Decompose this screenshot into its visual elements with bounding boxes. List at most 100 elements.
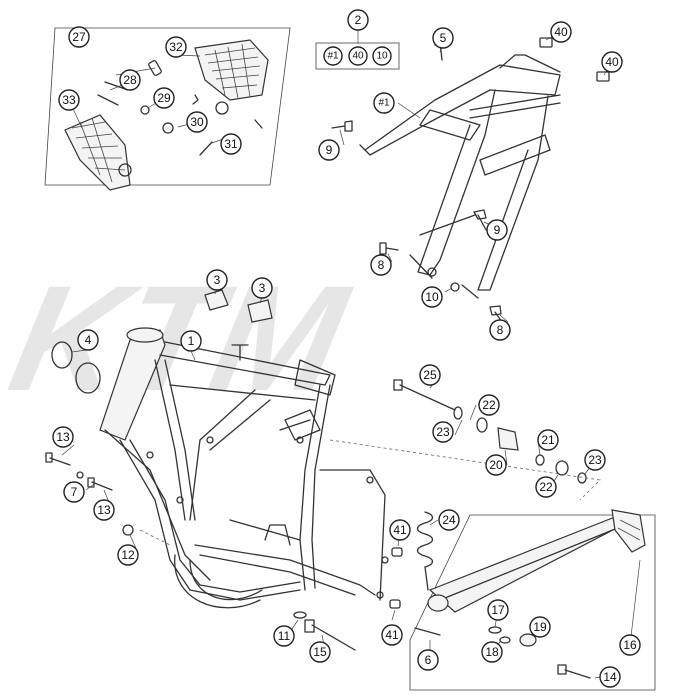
svg-text:41: 41	[393, 523, 407, 537]
svg-text:19: 19	[533, 620, 547, 634]
svg-text:24: 24	[442, 513, 456, 527]
kit-callout-40: 40	[348, 46, 368, 66]
callout-15: 15	[309, 641, 331, 663]
svg-text:21: 21	[541, 433, 555, 447]
svg-text:8: 8	[497, 323, 504, 337]
callout-9: 9	[318, 139, 340, 161]
svg-text:20: 20	[489, 458, 503, 472]
svg-text:13: 13	[97, 503, 111, 517]
callout-8: 8	[489, 319, 511, 341]
steering-ring	[51, 341, 73, 369]
callout-4: 4	[77, 329, 99, 351]
callout-41: 41	[381, 624, 403, 646]
callout-17: 17	[487, 599, 509, 621]
svg-text:3: 3	[259, 281, 266, 295]
callout-40: 40	[601, 51, 623, 73]
callout-5: 5	[432, 27, 454, 49]
callout-22: 22	[478, 394, 500, 416]
callout-3: 3	[206, 269, 228, 291]
footpeg-lower	[64, 114, 132, 191]
spring	[416, 511, 434, 568]
callout-2: 2	[347, 9, 369, 31]
svg-text:40: 40	[554, 25, 568, 39]
footpeg-upper	[194, 39, 269, 101]
kit-callout-subframe-1: #1	[323, 46, 343, 66]
callout-8: 8	[370, 254, 392, 276]
callout-24: 24	[438, 509, 460, 531]
svg-text:22: 22	[539, 480, 553, 494]
svg-text:2: 2	[355, 13, 362, 27]
svg-text:22: 22	[482, 398, 496, 412]
callout-13: 13	[52, 426, 74, 448]
callout-16: 16	[619, 634, 641, 656]
svg-text:40: 40	[352, 51, 364, 62]
svg-text:33: 33	[62, 93, 76, 107]
svg-text:7: 7	[71, 485, 78, 499]
callout-18: 18	[481, 641, 503, 663]
callout-23: 23	[584, 449, 606, 471]
shock-mount-hardware	[329, 374, 601, 501]
callout-25: 25	[419, 364, 441, 386]
svg-text:10: 10	[425, 290, 439, 304]
callout-22: 22	[535, 476, 557, 498]
svg-text:#1: #1	[327, 51, 339, 62]
callout-12: 12	[117, 544, 139, 566]
svg-text:41: 41	[385, 628, 399, 642]
callout-9: 9	[486, 219, 508, 241]
svg-text:23: 23	[436, 425, 450, 439]
callout-21: 21	[537, 429, 559, 451]
callout-10: 10	[421, 286, 443, 308]
kit-callout-10: 10	[372, 46, 392, 66]
subframe	[331, 20, 613, 323]
svg-text:28: 28	[123, 73, 137, 87]
svg-text:18: 18	[485, 645, 499, 659]
svg-text:3: 3	[214, 273, 221, 287]
svg-text:23: 23	[588, 453, 602, 467]
callout-28: 28	[119, 69, 141, 91]
svg-text:16: 16	[623, 638, 637, 652]
chain-guide-right	[247, 299, 273, 323]
callout-20: 20	[485, 454, 507, 476]
callout-30: 30	[186, 111, 208, 133]
svg-text:29: 29	[157, 91, 171, 105]
svg-text:9: 9	[326, 143, 333, 157]
callout-6: 6	[417, 649, 439, 671]
svg-text:40: 40	[605, 55, 619, 69]
svg-text:17: 17	[491, 603, 505, 617]
kit-group-box	[315, 42, 400, 70]
main-frame	[99, 327, 389, 609]
svg-text:1: 1	[188, 334, 195, 348]
svg-text:31: 31	[224, 137, 238, 151]
callout-32: 32	[165, 36, 187, 58]
chain-guide-left	[204, 289, 229, 311]
callout-1: 1	[180, 330, 202, 352]
svg-text:30: 30	[190, 115, 204, 129]
svg-text:32: 32	[169, 40, 183, 54]
svg-text:11: 11	[278, 629, 291, 643]
svg-text:12: 12	[121, 548, 135, 562]
callout-14: 14	[599, 666, 621, 688]
svg-text:15: 15	[313, 645, 327, 659]
callout-13: 13	[93, 499, 115, 521]
svg-text:25: 25	[423, 368, 437, 382]
footpeg-inset-border	[44, 27, 291, 186]
svg-text:9: 9	[494, 223, 501, 237]
side-stand	[409, 509, 656, 691]
callout-27: 27	[68, 26, 90, 48]
callout-23: 23	[432, 421, 454, 443]
svg-text:27: 27	[72, 30, 86, 44]
callout-29: 29	[153, 87, 175, 109]
svg-text:8: 8	[378, 258, 385, 272]
svg-text:5: 5	[440, 31, 447, 45]
callout-31: 31	[220, 133, 242, 155]
callout-11: 11	[273, 625, 295, 647]
footpeg-inset	[44, 27, 291, 191]
callout-3: 3	[251, 277, 273, 299]
svg-text:10: 10	[376, 51, 388, 62]
callout-subframe-1: #1	[373, 92, 395, 114]
callout-33: 33	[58, 89, 80, 111]
callout-7: 7	[63, 481, 85, 503]
callout-41: 41	[389, 519, 411, 541]
svg-text:4: 4	[85, 333, 92, 347]
